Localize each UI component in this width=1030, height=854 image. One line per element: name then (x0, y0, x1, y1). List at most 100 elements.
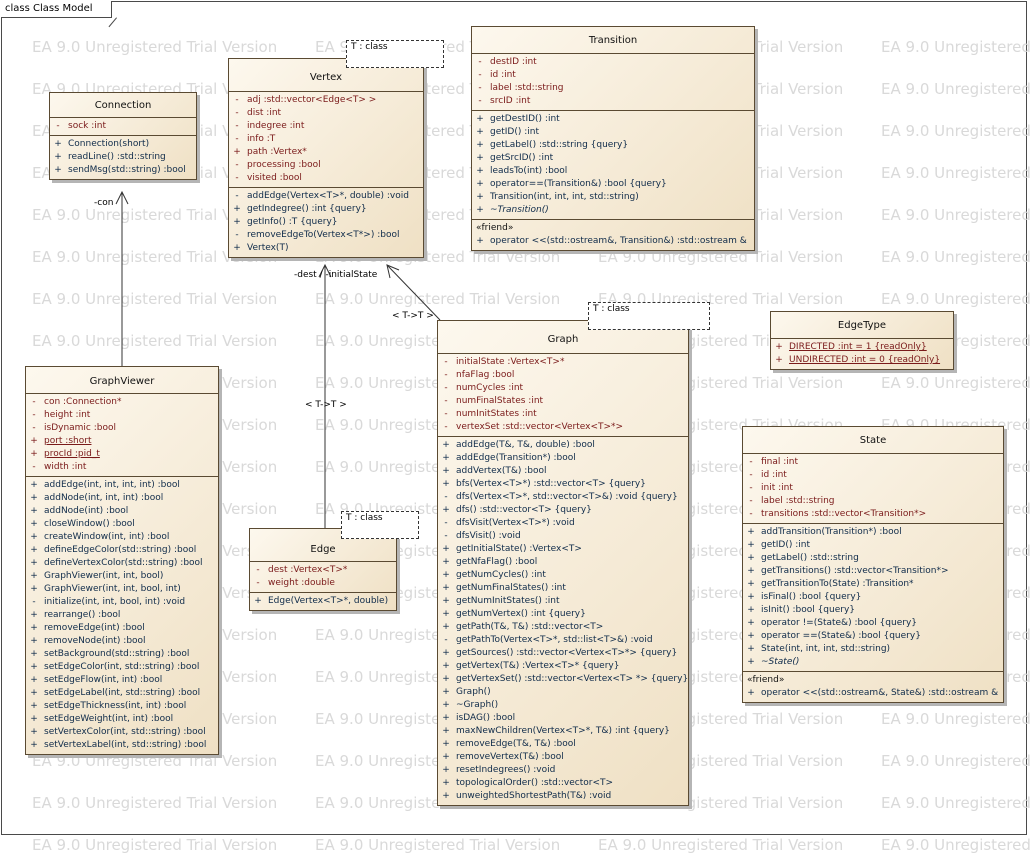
member-row[interactable]: -initialState :Vertex<T>* (438, 356, 688, 369)
member-row[interactable]: +setEdgeFlow(int, int) :bool (26, 674, 218, 687)
member-row[interactable]: +Vertex(T) (229, 242, 423, 255)
member-row[interactable]: +State(int, int, int, std::string) (743, 643, 1003, 656)
member-row[interactable]: +removeVertex(T&) :bool (438, 751, 688, 764)
member-row[interactable]: +getLabel() :std::string (743, 552, 1003, 565)
member-row[interactable]: +Edge(Vertex<T>*, double) (250, 595, 396, 608)
member-row[interactable]: -numCycles :int (438, 382, 688, 395)
class-graphviewer[interactable]: GraphViewer -con :Connection*-height :in… (25, 366, 219, 755)
member-row[interactable]: +getVertexSet() :std::vector<Vertex<T> *… (438, 673, 688, 686)
member-row[interactable]: +addEdge(Transition*) :bool (438, 452, 688, 465)
class-transition[interactable]: Transition -destID :int-id :int-label :s… (471, 26, 755, 251)
member-row[interactable]: -id :int (472, 69, 754, 82)
member-row[interactable]: -destID :int (472, 56, 754, 69)
member-row[interactable]: +isFinal() :bool {query} (743, 591, 1003, 604)
member-row[interactable]: +operator==(Transition&) :bool {query} (472, 178, 754, 191)
member-row[interactable]: +Graph() (438, 686, 688, 699)
member-row[interactable]: +getSources() :std::vector<Vertex<T>*> {… (438, 647, 688, 660)
member-row[interactable]: +setVertexColor(int, std::string) :bool (26, 726, 218, 739)
member-row[interactable]: -info :T (229, 133, 423, 146)
member-row[interactable]: +createWindow(int, int) :bool (26, 531, 218, 544)
member-row[interactable]: -con :Connection* (26, 396, 218, 409)
member-row[interactable]: -init :int (743, 482, 1003, 495)
member-row[interactable]: +addNode(int) :bool (26, 505, 218, 518)
member-row[interactable]: +path :Vertex* (229, 146, 423, 159)
member-row[interactable]: +getLabel() :std::string {query} (472, 139, 754, 152)
member-row[interactable]: -isDynamic :bool (26, 422, 218, 435)
member-row[interactable]: +DIRECTED :int = 1 {readOnly} (771, 341, 953, 354)
member-row[interactable]: +procId :pid_t (26, 448, 218, 461)
member-row[interactable]: +addTransition(Transition*) :bool (743, 526, 1003, 539)
member-row[interactable]: +setEdgeThickness(int, int) :bool (26, 700, 218, 713)
member-row[interactable]: +addEdge(T&, T&, double) :bool (438, 439, 688, 452)
member-row[interactable]: -adj :std::vector<Edge<T> > (229, 94, 423, 107)
member-row[interactable]: +isInit() :bool {query} (743, 604, 1003, 617)
class-state[interactable]: State -final :int-id :int-init :int-labe… (742, 426, 1004, 703)
member-row[interactable]: -dfs(Vertex<T>*, std::vector<T>&) :void … (438, 491, 688, 504)
member-row[interactable]: +getTransitionTo(State) :Transition* (743, 578, 1003, 591)
member-row[interactable]: +defineEdgeColor(std::string) :bool (26, 544, 218, 557)
member-row[interactable]: +operator !=(State&) :bool {query} (743, 617, 1003, 630)
member-row[interactable]: +leadsTo(int) :bool (472, 165, 754, 178)
member-row[interactable]: -numFinalStates :int (438, 395, 688, 408)
member-row[interactable]: -initialize(int, int, bool, int) :void (26, 596, 218, 609)
member-row[interactable]: -final :int (743, 456, 1003, 469)
member-row[interactable]: +getInitialState() :Vertex<T> (438, 543, 688, 556)
class-vertex[interactable]: Vertex -adj :std::vector<Edge<T> >-dist … (228, 58, 424, 258)
member-row[interactable]: +setEdgeColor(int, std::string) :bool (26, 661, 218, 674)
member-row[interactable]: +operator ==(State&) :bool {query} (743, 630, 1003, 643)
member-row[interactable]: +operator <<(std::ostream&, Transition&)… (472, 235, 754, 248)
member-row[interactable]: -height :int (26, 409, 218, 422)
member-row[interactable]: -weight :double (250, 577, 396, 590)
member-row[interactable]: +addVertex(T&) :bool (438, 465, 688, 478)
member-row[interactable]: +getVertex(T&) :Vertex<T>* {query} (438, 660, 688, 673)
member-row[interactable]: +maxNewChildren(Vertex<T>*, T&) :int {qu… (438, 725, 688, 738)
class-edgetype[interactable]: EdgeType +DIRECTED :int = 1 {readOnly}+U… (770, 311, 954, 370)
member-row[interactable]: +setEdgeLabel(int, std::string) :bool (26, 687, 218, 700)
member-row[interactable]: +getIndegree() :int {query} (229, 203, 423, 216)
member-row[interactable]: -srcID :int (472, 95, 754, 108)
member-row[interactable]: +addEdge(int, int, int, int) :bool (26, 479, 218, 492)
member-row[interactable]: +getDestID() :int (472, 113, 754, 126)
member-row[interactable]: -processing :bool (229, 159, 423, 172)
member-row[interactable]: +setEdgeWeight(int, int) :bool (26, 713, 218, 726)
member-row[interactable]: +unweightedShortestPath(T&) :void (438, 790, 688, 803)
member-row[interactable]: +removeEdge(int) :bool (26, 622, 218, 635)
member-row[interactable]: +UNDIRECTED :int = 0 {readOnly} (771, 354, 953, 367)
class-edge[interactable]: Edge -dest :Vertex<T>*-weight :double +E… (249, 528, 397, 611)
member-row[interactable]: -vertexSet :std::vector<Vertex<T>*> (438, 421, 688, 434)
member-row[interactable]: +removeNode(int) :bool (26, 635, 218, 648)
member-row[interactable]: +dfs() :std::vector<T> {query} (438, 504, 688, 517)
member-row[interactable]: +getSrcID() :int (472, 152, 754, 165)
member-row[interactable]: -numInitStates :int (438, 408, 688, 421)
member-row[interactable]: +removeEdge(T&, T&) :bool (438, 738, 688, 751)
member-row[interactable]: +~Graph() (438, 699, 688, 712)
member-row[interactable]: +topologicalOrder() :std::vector<T> (438, 777, 688, 790)
member-row[interactable]: +~State() (743, 656, 1003, 669)
member-row[interactable]: +getTransitions() :std::vector<Transitio… (743, 565, 1003, 578)
class-connection[interactable]: Connection -sock :int +Connection(short)… (49, 92, 197, 180)
member-row[interactable]: -nfaFlag :bool (438, 369, 688, 382)
member-row[interactable]: -dest :Vertex<T>* (250, 564, 396, 577)
association-line-initial-state[interactable] (386, 264, 441, 321)
member-row[interactable]: -width :int (26, 461, 218, 474)
member-row[interactable]: +readLine() :std::string (50, 151, 196, 164)
member-row[interactable]: +Connection(short) (50, 138, 196, 151)
member-row[interactable]: -visited :bool (229, 172, 423, 185)
member-row[interactable]: -id :int (743, 469, 1003, 482)
member-row[interactable]: +addNode(int, int, int) :bool (26, 492, 218, 505)
member-row[interactable]: +setBackground(std::string) :bool (26, 648, 218, 661)
member-row[interactable]: -transitions :std::vector<Transition*> (743, 508, 1003, 521)
member-row[interactable]: +Transition(int, int, int, std::string) (472, 191, 754, 204)
member-row[interactable]: -removeEdgeTo(Vertex<T*>) :bool (229, 229, 423, 242)
member-row[interactable]: -dfsVisit(Vertex<T>*) :void (438, 517, 688, 530)
member-row[interactable]: +GraphViewer(int, int, bool) (26, 570, 218, 583)
member-row[interactable]: +bfs(Vertex<T>*) :std::vector<T> {query} (438, 478, 688, 491)
member-row[interactable]: +closeWindow() :bool (26, 518, 218, 531)
member-row[interactable]: +getNumInitStates() :int (438, 595, 688, 608)
member-row[interactable]: -getPathTo(Vertex<T>*, std::list<T>&) :v… (438, 634, 688, 647)
member-row[interactable]: -label :std::string (743, 495, 1003, 508)
member-row[interactable]: +getNumCycles() :int (438, 569, 688, 582)
member-row[interactable]: +getNumFinalStates() :int (438, 582, 688, 595)
member-row[interactable]: +GraphViewer(int, int, bool, int) (26, 583, 218, 596)
member-row[interactable]: +getNfaFlag() :bool (438, 556, 688, 569)
